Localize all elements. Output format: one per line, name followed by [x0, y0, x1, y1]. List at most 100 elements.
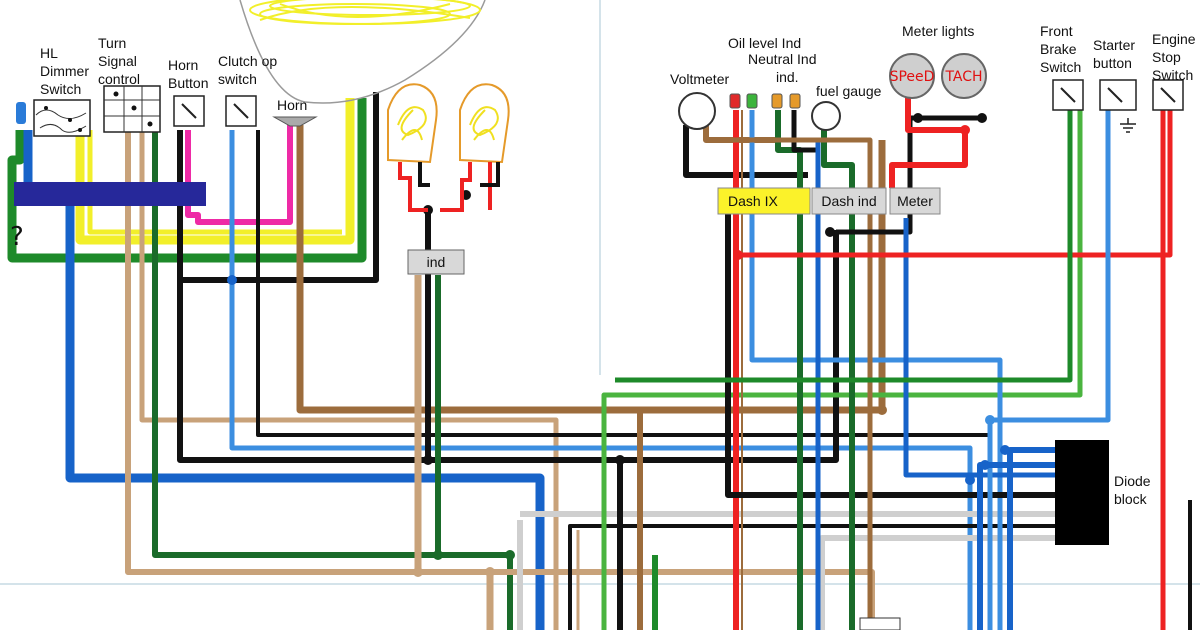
horn-label: Horn	[277, 97, 307, 113]
junction-dot	[985, 415, 995, 425]
junction-dot	[423, 455, 433, 465]
bottom-connector	[859, 617, 901, 630]
turn-signal-control	[103, 85, 161, 133]
engine-stop-label-1: Engine	[1152, 31, 1196, 47]
ind-box: ind	[407, 249, 465, 275]
tach-icon	[941, 53, 987, 99]
junction-dot	[825, 227, 835, 237]
component-labels: HL Dimmer Switch Turn Signal control Hor…	[10, 23, 1196, 507]
junction-dot	[433, 550, 443, 560]
wire-black-2	[177, 280, 430, 463]
junction-dot	[913, 113, 923, 123]
wire-black-meter	[836, 115, 985, 235]
wire-tan-2	[139, 130, 559, 630]
speedo-label: SPeeD	[890, 69, 935, 85]
junction-dot	[615, 455, 625, 465]
diode-block-label-1: Diode	[1114, 473, 1151, 489]
dash-ind-box: Dash ind	[811, 187, 887, 215]
meter-lights-label: Meter lights	[902, 23, 974, 39]
junction-dot	[977, 113, 987, 123]
turn-signal-label-2: Signal	[98, 53, 137, 69]
wire-green-1	[7, 98, 367, 263]
meter-label: Meter	[897, 193, 933, 209]
hl-pilot-lamp	[16, 102, 26, 124]
junction-dot	[877, 405, 887, 415]
wire-green-fuel	[821, 130, 855, 630]
right-harness-wires	[615, 95, 1192, 630]
diode-block-label-2: block	[1114, 491, 1148, 507]
wire-black-dash	[725, 210, 1055, 498]
voltmeter-label: Voltmeter	[670, 71, 729, 87]
wire-brown-dash	[730, 137, 873, 630]
front-brake-label-2: Brake	[1040, 41, 1077, 57]
junction-dot	[733, 250, 743, 260]
wire-red-long	[738, 110, 1173, 258]
wire-dkgreen-neutral	[775, 110, 803, 630]
junction-dot	[960, 125, 970, 135]
neutral-label-2: ind.	[776, 69, 799, 85]
indicator-lamp-right	[459, 83, 510, 164]
starter-label-2: button	[1093, 55, 1132, 71]
voltmeter-icon	[678, 92, 716, 130]
turn-signal-label-1: Turn	[98, 35, 126, 51]
oil-level-label: Oil level Ind	[728, 35, 801, 51]
wire-blue-meter	[903, 218, 1055, 478]
wire-green-brake	[615, 110, 1073, 383]
wire-dkgreen-1	[152, 130, 513, 630]
wire-black-3	[568, 524, 1055, 630]
starter-label-1: Starter	[1093, 37, 1135, 53]
fuel-gauge-label: fuel gauge	[816, 83, 882, 99]
wire-pink	[185, 125, 293, 225]
headlight-bulb-scribble	[249, 0, 481, 25]
horn-icon	[272, 116, 318, 127]
fuel-gauge-icon	[811, 101, 841, 131]
connector-bar	[14, 182, 206, 206]
clutch-switch	[225, 95, 257, 127]
junction-dot	[505, 550, 515, 560]
junction-dot	[485, 567, 495, 577]
starter-button	[1099, 79, 1137, 133]
front-brake-switch	[1052, 79, 1084, 111]
front-brake-label-3: Switch	[1040, 59, 1081, 75]
ind-label: ind	[427, 254, 446, 270]
junction-dot	[965, 475, 975, 485]
wire-black-neutral	[791, 110, 818, 153]
wire-brown-horn	[296, 125, 886, 414]
meter-box: Meter	[889, 187, 941, 215]
wire-tan-1	[125, 130, 420, 575]
dash-ind-label: Dash ind	[821, 193, 876, 209]
speedo-icon	[889, 53, 935, 99]
junction-dot	[1000, 445, 1010, 455]
hl-dimmer-label-2: Dimmer	[40, 63, 89, 79]
wire-ind-black	[425, 210, 839, 463]
junction-dot	[980, 460, 990, 470]
diode-block	[1055, 440, 1109, 545]
dash-ix-box: Dash IX	[717, 187, 811, 215]
indicator-leds	[729, 93, 801, 109]
engine-stop-label-3: Switch	[1152, 67, 1193, 83]
junction-dots	[227, 113, 1010, 577]
front-brake-label-1: Front	[1040, 23, 1073, 39]
junction-dot	[413, 567, 423, 577]
horn-button-label-1: Horn	[168, 57, 198, 73]
turn-signal-label-3: control	[98, 71, 140, 87]
clutch-label-2: switch	[218, 71, 257, 87]
wire-ltblue-starter	[987, 110, 1111, 630]
wire-volt-black	[683, 125, 808, 178]
indicator-lamp-left	[387, 83, 438, 164]
engine-stop-label-2: Stop	[1152, 49, 1181, 65]
neutral-label-1: Neutral Ind	[748, 51, 816, 67]
hl-dimmer-label-3: Switch	[40, 81, 81, 97]
meter-lights: SPeeD TACH	[889, 53, 987, 99]
headlight	[239, 0, 486, 104]
question-mark: ?	[10, 222, 24, 252]
indicator-lamps	[387, 83, 510, 212]
horn-button	[173, 95, 205, 127]
wire-red-meter	[889, 95, 968, 188]
horn-button-label-2: Button	[168, 75, 208, 91]
hl-dimmer-label-1: HL	[40, 45, 58, 61]
engine-stop-switch	[1152, 79, 1184, 111]
tach-label: TACH	[944, 69, 982, 85]
